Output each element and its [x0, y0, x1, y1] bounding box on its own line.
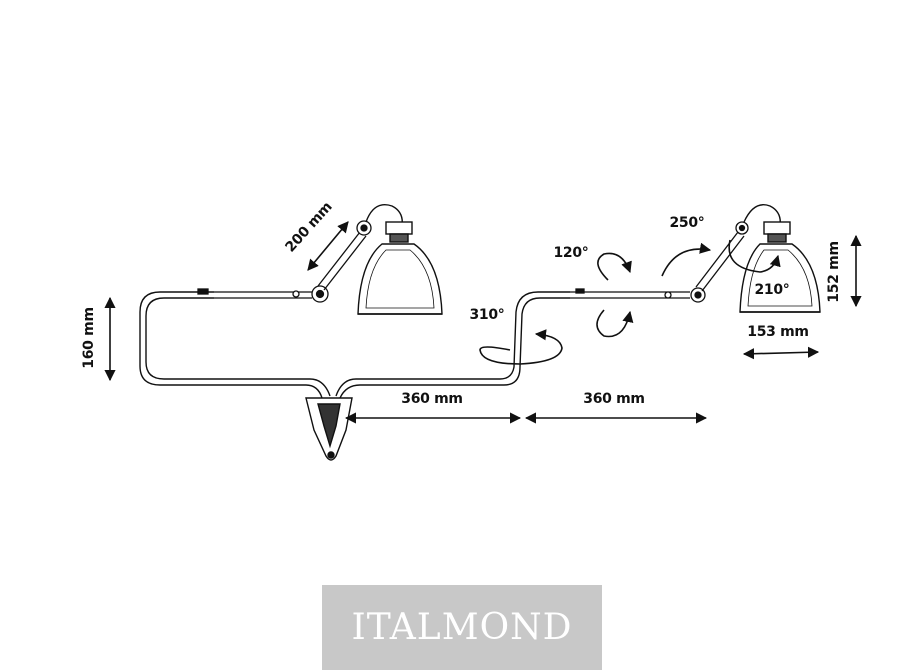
shade-tilt-label: 210° [754, 282, 789, 298]
segment-2-label: 360 mm [583, 391, 644, 407]
long-arm-tube [139, 291, 570, 399]
shade-diameter-dimension-line [742, 346, 820, 360]
shade-diameter-label: 153 mm [747, 324, 808, 340]
left-lamp-shade [357, 204, 443, 315]
upper-arm-dimension-line [307, 221, 349, 271]
shade-height-label: 152 mm [826, 241, 842, 302]
elbow-swivel-arrow-top [597, 252, 632, 281]
dimension-lines [104, 221, 862, 424]
elbow-swivel-arrow-bottom [596, 309, 634, 338]
arm-joint-arrow [661, 242, 712, 277]
arm-joint-label: 250° [669, 215, 704, 231]
arm-height-label: 160 mm [81, 307, 97, 368]
lamp-dimension-diagram: 160 mm 200 mm 360 mm 360 mm 152 mm 153 m… [81, 199, 862, 461]
right-lamp-shade [739, 204, 821, 313]
italmond-watermark: ITALMOND [322, 585, 602, 670]
base-swivel-arrow [479, 329, 563, 365]
right-lamp-arm [570, 221, 749, 303]
base-swivel-label: 310° [469, 307, 504, 323]
elbow-swivel-label: 120° [553, 245, 588, 261]
wall-mount-bracket [305, 397, 353, 461]
left-lamp-arm [197, 220, 372, 303]
rotation-arrows [479, 239, 781, 365]
watermark-text: ITALMOND [351, 607, 573, 648]
segment-1-label: 360 mm [401, 391, 462, 407]
shade-tilt-arrow [728, 239, 781, 273]
